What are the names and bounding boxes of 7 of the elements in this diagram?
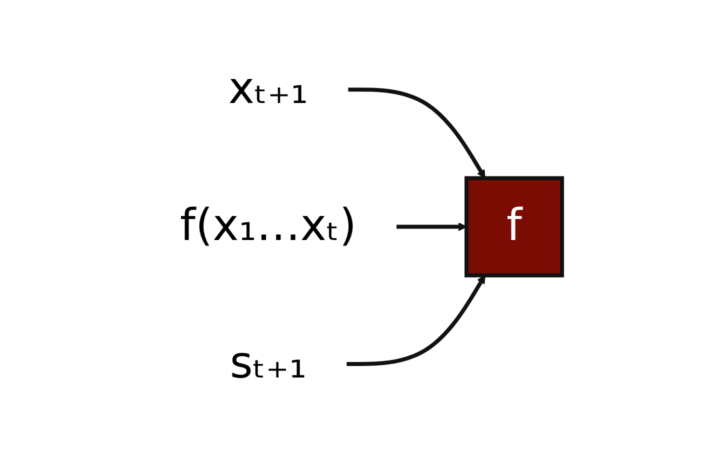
node-text: sₜ₊₁ (230, 338, 308, 389)
arrow (347, 275, 486, 366)
node-box: f (465, 176, 564, 278)
node-text: f(x₁…xₜ) (180, 200, 357, 252)
node-text: xₜ₊₁ (228, 63, 309, 114)
arrow (397, 222, 468, 232)
arrow (348, 88, 486, 179)
